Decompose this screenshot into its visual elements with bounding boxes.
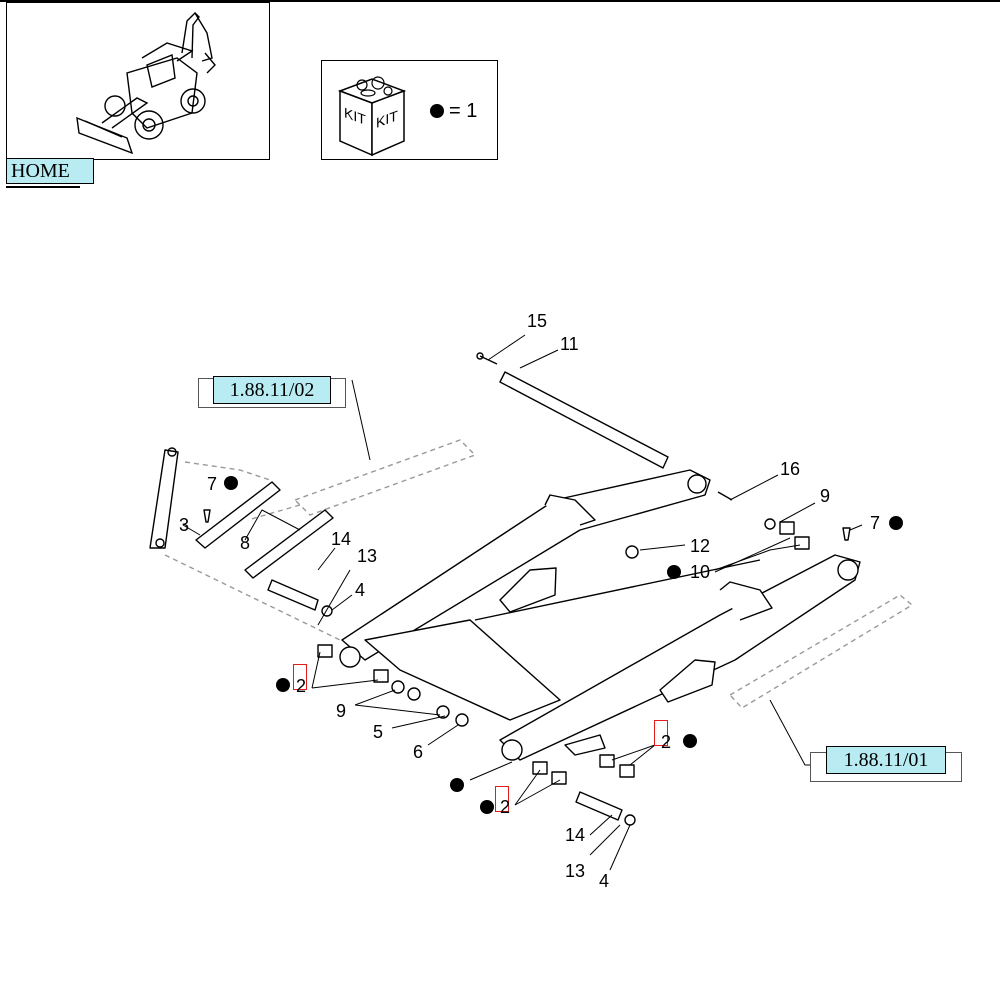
highlight-2-right [654, 720, 668, 746]
kit-marker-2-bottom [480, 800, 494, 814]
callout-4-upper: 4 [355, 580, 366, 600]
home-button[interactable]: HOME [6, 158, 94, 184]
kit-marker-10 [667, 565, 681, 579]
ref-link-right-cylinder[interactable]: 1.88.11/01 [826, 746, 946, 774]
callout-7-right: 7 [870, 513, 881, 533]
callout-6: 6 [413, 742, 424, 762]
callout-13-upper: 13 [357, 546, 378, 566]
home-underline [6, 186, 80, 188]
machine-thumbnail-frame [6, 2, 270, 160]
callout-5: 5 [373, 722, 384, 742]
kit-bullet-icon [430, 104, 444, 118]
kit-marker-lower-bush [450, 778, 464, 792]
callout-9-top: 9 [820, 486, 831, 506]
ref-link-left-cylinder[interactable]: 1.88.11/02 [213, 376, 331, 404]
callout-3: 3 [179, 515, 190, 535]
highlight-2-bottom [495, 786, 509, 812]
kit-equals-text: = 1 [449, 100, 478, 122]
callout-13-lower: 13 [565, 861, 586, 881]
callout-7-left: 7 [207, 474, 218, 494]
callout-2-right: 2 [661, 732, 672, 752]
backhoe-loader-icon [76, 12, 216, 155]
callout-14-upper: 14 [331, 529, 352, 549]
kit-marker-7-right [889, 516, 903, 530]
callout-12: 12 [690, 536, 711, 556]
callout-4-lower: 4 [599, 871, 610, 891]
callout-8: 8 [240, 533, 251, 553]
callout-2-bottom: 2 [500, 797, 511, 817]
kit-box-icon [337, 76, 407, 157]
kit-marker-7-left [224, 476, 238, 490]
callout-16: 16 [780, 459, 801, 479]
kit-marker-2-right [683, 734, 697, 748]
kit-marker-2-left [276, 678, 290, 692]
callout-9-bottom: 9 [336, 701, 347, 721]
callout-14-lower: 14 [565, 825, 586, 845]
top-rule [0, 0, 1000, 2]
callout-10: 10 [690, 562, 711, 582]
callout-11: 11 [560, 334, 579, 354]
kit-legend-frame: KIT KIT = 1 [321, 60, 498, 160]
highlight-2-left [293, 664, 307, 690]
callout-2-left: 2 [296, 676, 307, 696]
callout-15: 15 [527, 311, 548, 331]
